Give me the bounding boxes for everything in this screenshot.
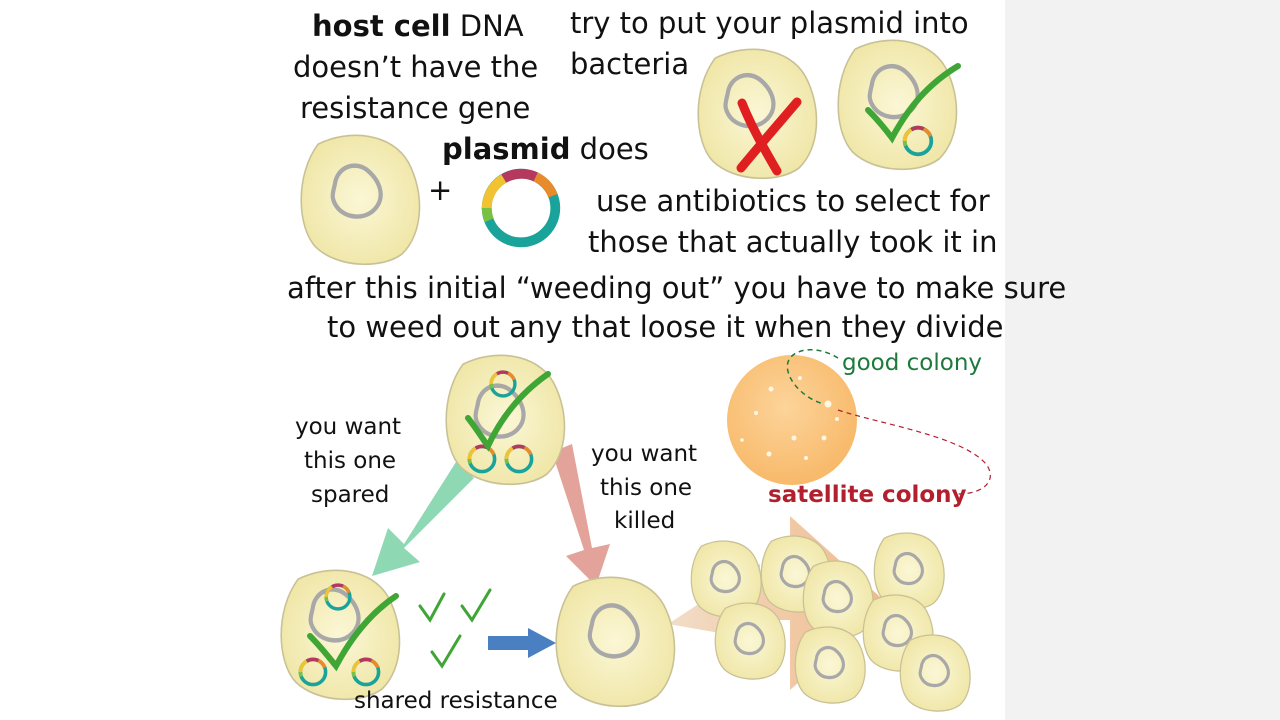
spared-line-2: this one xyxy=(304,448,396,474)
spared-line-3: spared xyxy=(311,482,389,508)
host-line-1: host cell DNA xyxy=(312,9,524,43)
agar-plate xyxy=(727,355,857,485)
host-cell xyxy=(300,134,421,266)
plate-colonies xyxy=(740,376,839,460)
spared-check-icon xyxy=(307,593,399,672)
plus-sign: + xyxy=(428,173,452,207)
host-line-2: doesn’t have the xyxy=(293,50,538,84)
cell-failed xyxy=(697,48,818,180)
host-rest: DNA xyxy=(451,9,524,43)
cross-icon xyxy=(736,97,802,176)
weed-line-1: after this initial “weeding out” you hav… xyxy=(287,271,1066,305)
killed-line-1: you want xyxy=(591,441,697,467)
spared-line-1: you want xyxy=(295,414,401,440)
plasmid-line: plasmid does xyxy=(442,132,649,166)
arrow-spared xyxy=(372,462,474,576)
select-line-2: those that actually took it in xyxy=(588,225,997,259)
host-bold: host cell xyxy=(312,9,451,43)
cell-success xyxy=(837,39,958,171)
parent-check-icon xyxy=(465,371,551,452)
killed-cell xyxy=(555,576,676,708)
arrow-killed xyxy=(552,444,610,586)
transform-line-2: bacteria xyxy=(570,47,689,81)
killed-line-3: killed xyxy=(614,508,675,534)
spared-cell xyxy=(280,569,401,701)
check-icon xyxy=(865,63,961,144)
arrow-blue xyxy=(488,628,556,658)
satellite-pointer xyxy=(837,409,991,495)
shared-resistance-label: shared resistance xyxy=(354,688,558,714)
satellite-colony-label: satellite colony xyxy=(768,482,967,508)
small-checks xyxy=(418,588,492,669)
plasmid-rest: does xyxy=(570,132,648,166)
host-line-3: resistance gene xyxy=(300,91,530,125)
plasmid-bold: plasmid xyxy=(442,132,570,166)
killed-line-2: this one xyxy=(600,475,692,501)
transform-line-1: try to put your plasmid into xyxy=(570,6,969,40)
weed-line-2: to weed out any that loose it when they … xyxy=(327,310,1004,344)
good-colony-label: good colony xyxy=(842,350,982,376)
select-line-1: use antibiotics to select for xyxy=(596,184,990,218)
